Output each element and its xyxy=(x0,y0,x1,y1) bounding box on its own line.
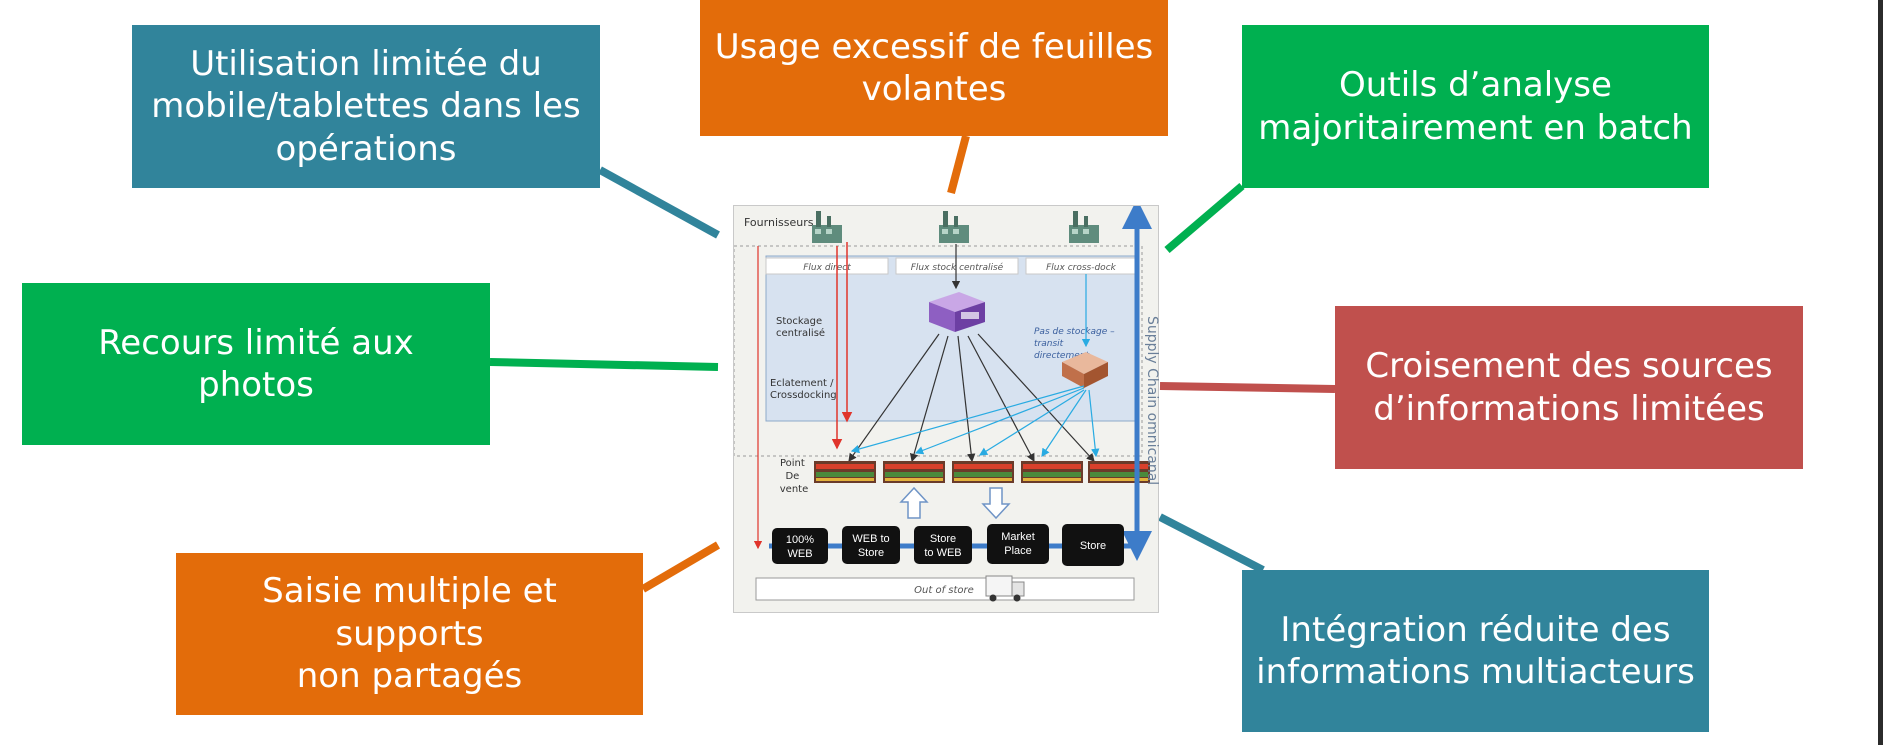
callout-mobile-usage: Utilisation limitée du mobile/tablettes … xyxy=(132,25,600,188)
factory-icon xyxy=(1069,211,1099,243)
channel-web-to-store: WEB to Store xyxy=(842,526,900,564)
out-of-store-band xyxy=(755,577,1135,601)
store-photo-icon xyxy=(814,461,876,483)
svg-text:Store: Store xyxy=(858,547,884,559)
flow-direct-label: Flux direct xyxy=(803,263,851,273)
no-storage-label: Pas de stockage – transit directement xyxy=(1034,327,1118,361)
supplier-zone xyxy=(733,245,1143,457)
crossdocking-label: Eclatement / Crossdocking xyxy=(770,378,837,401)
factory-icon xyxy=(812,211,842,243)
store-photo-icon xyxy=(1021,461,1083,483)
callout-loose-sheets: Usage excessif de feuilles volantes xyxy=(700,0,1168,136)
callout-multiple-entry: Saisie multiple et supports non partagés xyxy=(176,553,643,715)
store-photo-icon xyxy=(952,461,1014,483)
svg-text:Place: Place xyxy=(1004,545,1032,557)
callout-batch-analysis: Outils d’analyse majoritairement en batc… xyxy=(1242,25,1709,188)
channel-store-to-web: Store to WEB xyxy=(914,526,972,564)
svg-text:Market: Market xyxy=(1001,531,1035,543)
storage-label: Stockage centralisé xyxy=(776,316,825,339)
svg-text:100%: 100% xyxy=(786,534,814,546)
flow-crossdock-label: Flux cross-dock xyxy=(1046,263,1117,273)
store-photo-icon xyxy=(883,461,945,483)
connector-photos xyxy=(489,358,719,371)
channel-store: Store xyxy=(1062,524,1124,566)
svg-text:Store: Store xyxy=(1080,540,1106,552)
store-photo-icon xyxy=(1088,461,1150,483)
svg-text:Store: Store xyxy=(930,533,956,545)
suppliers-label: Fournisseurs xyxy=(744,216,814,229)
supply-chain-diagram: Fournisseurs Flux direct Flux xyxy=(733,199,1160,613)
down-arrow-icon xyxy=(981,487,1011,520)
callout-multi-actor-integration: Intégration réduite des informations mul… xyxy=(1242,570,1709,732)
supply-chain-label: Supply Chain omnicanal xyxy=(1144,316,1160,485)
point-of-sale-label: Point De vente xyxy=(780,458,808,495)
distribution-zone xyxy=(765,255,1137,422)
connector-croisement xyxy=(1159,382,1336,393)
connector-mobile xyxy=(598,166,720,239)
callout-source-crossing: Croisement des sources d’informations li… xyxy=(1335,306,1803,469)
svg-text:WEB to: WEB to xyxy=(852,533,889,545)
out-of-store-label: Out of store xyxy=(914,585,974,596)
svg-text:WEB: WEB xyxy=(787,548,812,560)
callout-photos: Recours limité aux photos xyxy=(22,283,490,445)
connector-saisie xyxy=(640,541,721,593)
flow-centralized-label: Flux stock centralisé xyxy=(911,262,1004,273)
channel-market-place: Market Place xyxy=(987,524,1049,564)
window-edge xyxy=(1878,0,1883,745)
connector-batch xyxy=(1164,182,1245,254)
warehouse-icon xyxy=(929,292,985,332)
truck-icon xyxy=(985,575,1025,602)
svg-text:to WEB: to WEB xyxy=(924,547,961,559)
connector-feuilles xyxy=(947,134,970,195)
factory-icon xyxy=(939,211,969,243)
connector-integration xyxy=(1158,513,1265,574)
up-arrow-icon xyxy=(899,486,929,519)
crossdock-hub-icon xyxy=(1062,352,1108,388)
channel-100-web: 100% WEB xyxy=(772,528,828,564)
